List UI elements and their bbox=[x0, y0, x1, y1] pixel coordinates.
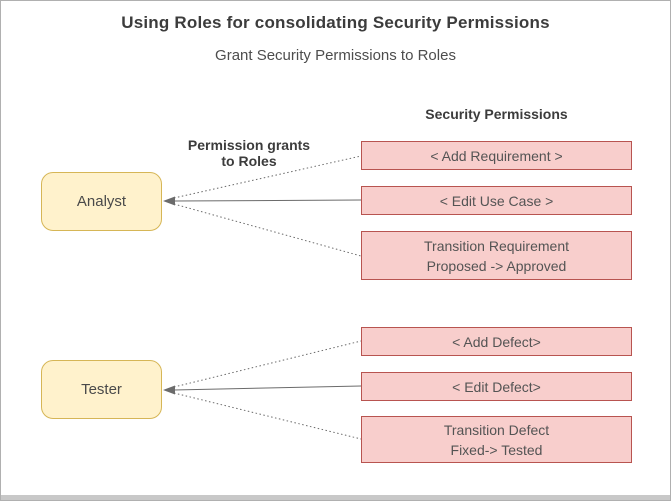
edge-edit-use-case-to-analyst bbox=[173, 199, 362, 202]
permission-box-transition-requirement: Transition Requirement Proposed -> Appro… bbox=[361, 231, 632, 280]
permission-label: < Edit Defect> bbox=[452, 378, 541, 395]
permission-box-add-defect: < Add Defect> bbox=[361, 327, 632, 356]
permission-label-line1: Transition Requirement bbox=[424, 237, 569, 254]
edge-edit-defect-to-tester bbox=[173, 385, 362, 391]
permission-label-line2: Fixed-> Tested bbox=[450, 441, 543, 458]
permission-box-transition-defect: Transition Defect Fixed-> Tested bbox=[361, 416, 632, 463]
security-permissions-header: Security Permissions bbox=[425, 106, 568, 122]
role-node-tester: Tester bbox=[41, 360, 162, 419]
permission-label: < Edit Use Case > bbox=[439, 192, 554, 209]
permission-grants-label-line1: Permission grants bbox=[187, 137, 311, 153]
arrowhead-analyst bbox=[163, 196, 175, 206]
permission-label: < Add Requirement > bbox=[430, 147, 563, 164]
role-label-tester: Tester bbox=[81, 381, 122, 398]
permission-label-line2: Proposed -> Approved bbox=[426, 257, 567, 274]
page-subtitle: Grant Security Permissions to Roles bbox=[215, 47, 456, 64]
edge-transition-defect-to-tester bbox=[173, 392, 362, 440]
bottom-edge-strip bbox=[1, 495, 670, 500]
edge-transition-requirement-to-analyst bbox=[173, 203, 362, 257]
edge-add-defect-to-tester bbox=[173, 340, 362, 388]
permission-box-edit-defect: < Edit Defect> bbox=[361, 372, 632, 401]
permission-label: < Add Defect> bbox=[452, 333, 541, 350]
permission-label-line1: Transition Defect bbox=[443, 421, 550, 438]
role-node-analyst: Analyst bbox=[41, 172, 162, 231]
permission-box-add-requirement: < Add Requirement > bbox=[361, 141, 632, 170]
page-title: Using Roles for consolidating Security P… bbox=[121, 13, 550, 32]
permission-grants-label: Permission grants to Roles bbox=[171, 137, 327, 169]
permission-box-edit-use-case: < Edit Use Case > bbox=[361, 186, 632, 215]
role-label-analyst: Analyst bbox=[76, 193, 127, 210]
permission-grants-label-line2: to Roles bbox=[221, 153, 277, 169]
arrowhead-tester bbox=[163, 385, 175, 395]
